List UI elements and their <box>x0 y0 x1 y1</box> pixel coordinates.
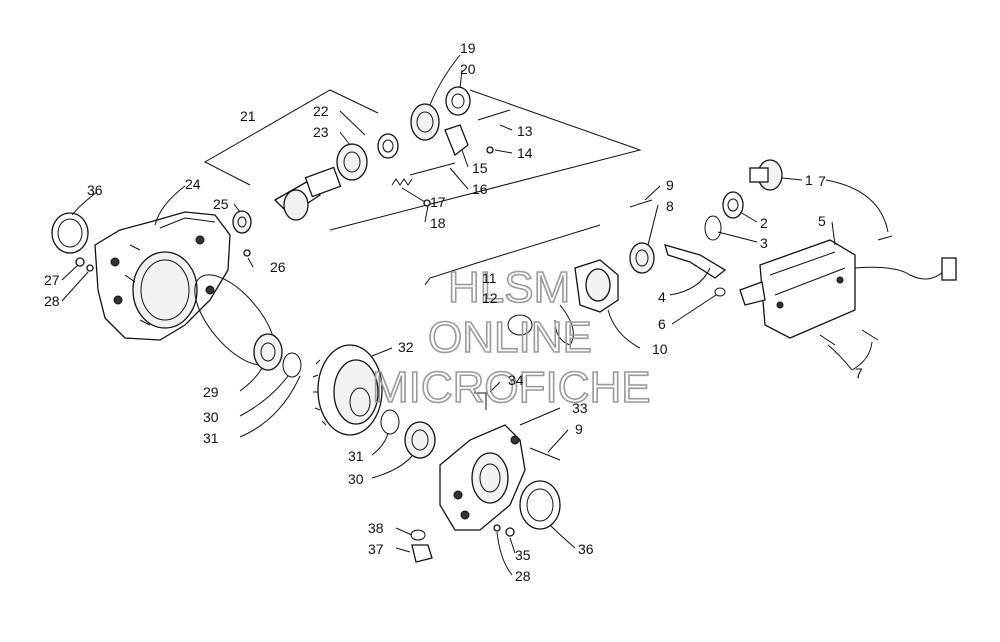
actuator-motor-part-5[interactable] <box>739 239 957 339</box>
callout-32: 32 <box>398 339 414 355</box>
pin-part-26[interactable] <box>243 249 251 257</box>
bearing-part-30-right[interactable] <box>404 421 436 459</box>
callout-12: 12 <box>482 290 498 306</box>
callout-31-right: 31 <box>348 448 364 464</box>
spring-part-17[interactable] <box>391 178 413 186</box>
callout-9-upper: 9 <box>666 177 674 193</box>
watermark-line-1: HLSM <box>448 263 570 312</box>
drain-plug-part-37[interactable] <box>411 544 433 563</box>
shift-shaft-part-16[interactable] <box>409 162 456 176</box>
callout-30-left: 30 <box>203 409 219 425</box>
callout-14: 14 <box>517 145 533 161</box>
cover-part-33[interactable] <box>439 424 526 531</box>
callout-8: 8 <box>666 198 674 214</box>
callout-34: 34 <box>508 372 524 388</box>
clip-part-14[interactable] <box>486 146 494 154</box>
shift-rod-part-13[interactable] <box>477 109 511 121</box>
callout-17: 17 <box>430 194 446 210</box>
callout-26: 26 <box>270 259 286 275</box>
shim-part-31-left[interactable] <box>282 352 302 378</box>
plug-part-35[interactable] <box>505 527 515 537</box>
callout-16: 16 <box>472 181 488 197</box>
callout-38: 38 <box>368 520 384 536</box>
pinion-group-bracket <box>203 89 642 231</box>
callout-4: 4 <box>658 289 666 305</box>
snap-ring-part-3[interactable] <box>704 215 722 241</box>
ring-part-11-12[interactable] <box>507 304 574 346</box>
watermark-line-3: MICROFICHE <box>372 363 651 412</box>
front-housing-part-24[interactable] <box>94 211 231 341</box>
bearing-part-25[interactable] <box>232 210 252 234</box>
bearing-part-19[interactable] <box>410 103 440 141</box>
callout-7-lower: 7 <box>855 365 863 381</box>
ring-gear-part-32[interactable] <box>312 344 383 436</box>
watermark: HLSM ONLINE MICROFICHE <box>371 262 651 413</box>
callout-labels: 1 2 3 4 5 6 7 7 8 9 9 10 11 12 13 14 15 … <box>44 40 863 584</box>
pinion-gear-part[interactable] <box>273 166 342 221</box>
callout-13: 13 <box>517 123 533 139</box>
bolt-part-9-upper[interactable] <box>629 199 653 208</box>
watermark-line-2: ONLINE <box>428 313 592 362</box>
callout-10: 10 <box>652 341 668 357</box>
callout-11: 11 <box>482 270 497 286</box>
callout-36-right: 36 <box>578 541 594 557</box>
callout-28-left: 28 <box>44 293 60 309</box>
seal-part-36-right[interactable] <box>519 480 561 530</box>
actuator-group-bracket <box>424 224 601 286</box>
callout-28-right: 28 <box>515 568 531 584</box>
callout-5: 5 <box>818 213 826 229</box>
screw-part-7-upper[interactable] <box>877 235 893 241</box>
shift-lever-part-4[interactable] <box>664 244 727 279</box>
washer-part-28-right[interactable] <box>493 524 501 532</box>
callout-27: 27 <box>44 272 60 288</box>
seal-part-20[interactable] <box>445 86 471 116</box>
callout-24: 24 <box>185 176 201 192</box>
actuator-housing-part-10[interactable] <box>574 259 619 313</box>
seal-part-36-left[interactable] <box>51 212 89 254</box>
callout-23: 23 <box>313 124 329 140</box>
bearing-part-8[interactable] <box>629 242 655 274</box>
callout-25: 25 <box>213 196 229 212</box>
bearing-part-23[interactable] <box>336 143 368 181</box>
bearing-part-30-left[interactable] <box>253 333 283 371</box>
shim-part-31-right[interactable] <box>380 409 400 435</box>
collar-part-22[interactable] <box>377 133 399 159</box>
callout-29: 29 <box>203 384 219 400</box>
callout-35: 35 <box>515 547 531 563</box>
screw-part-7-lower-a[interactable] <box>819 334 836 346</box>
pin-part-18[interactable] <box>423 199 431 207</box>
motor-gear-part-1[interactable] <box>749 159 783 191</box>
callout-19: 19 <box>460 40 476 56</box>
callout-37: 37 <box>368 541 384 557</box>
callout-33: 33 <box>572 400 588 416</box>
callout-9-lower: 9 <box>575 421 583 437</box>
callout-20: 20 <box>460 61 476 77</box>
clip-part-6[interactable] <box>714 287 726 297</box>
plug-part-27[interactable] <box>75 257 85 267</box>
screw-part-7-lower-b[interactable] <box>861 329 879 341</box>
callout-22: 22 <box>313 103 329 119</box>
washer-part-28-left[interactable] <box>86 264 94 272</box>
callout-21: 21 <box>240 108 256 124</box>
washer-part-2[interactable] <box>722 191 744 219</box>
callout-7-upper: 7 <box>818 173 826 189</box>
leader-lines <box>61 54 889 576</box>
callout-15: 15 <box>472 160 488 176</box>
callout-6: 6 <box>658 316 666 332</box>
callout-18: 18 <box>430 215 446 231</box>
callout-1: 1 <box>805 172 813 188</box>
callout-30-right: 30 <box>348 471 364 487</box>
bolt-part-9-lower[interactable] <box>529 447 561 461</box>
vent-fitting-part-34[interactable] <box>474 392 487 410</box>
callout-2: 2 <box>760 215 768 231</box>
shift-fork-part-15[interactable] <box>444 124 469 157</box>
washer-part-38[interactable] <box>410 529 426 541</box>
callout-3: 3 <box>760 235 768 251</box>
callout-36-left: 36 <box>87 182 103 198</box>
callout-31-left: 31 <box>203 430 219 446</box>
